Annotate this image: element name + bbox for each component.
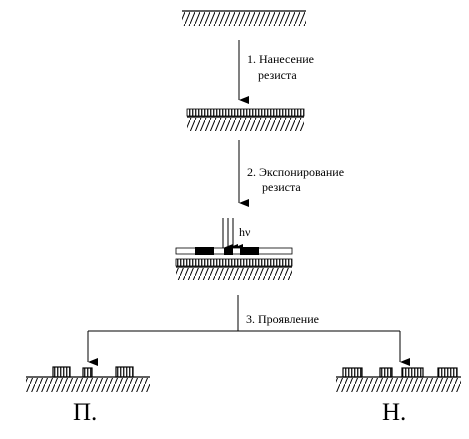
step3-label: 3. Проявление	[246, 312, 319, 326]
negative-label: Н.	[382, 399, 406, 426]
step2-label-line1: 2. Экспонирование	[247, 165, 344, 179]
step2-label-line2: резиста	[262, 180, 301, 194]
positive-result	[26, 366, 150, 392]
step1-label-line1: 1. Нанесение	[247, 52, 314, 66]
negative-result	[336, 367, 461, 392]
exposure-label: hν	[239, 225, 251, 239]
positive-label: П.	[73, 399, 97, 426]
substrate-with-resist	[186, 108, 305, 131]
exposed-wafer	[175, 258, 293, 280]
exposure-rays	[222, 218, 243, 252]
step1-label-line2: резиста	[258, 68, 297, 82]
substrate-stage1	[182, 10, 306, 26]
photomask	[175, 247, 293, 255]
development-branch	[87, 295, 410, 366]
